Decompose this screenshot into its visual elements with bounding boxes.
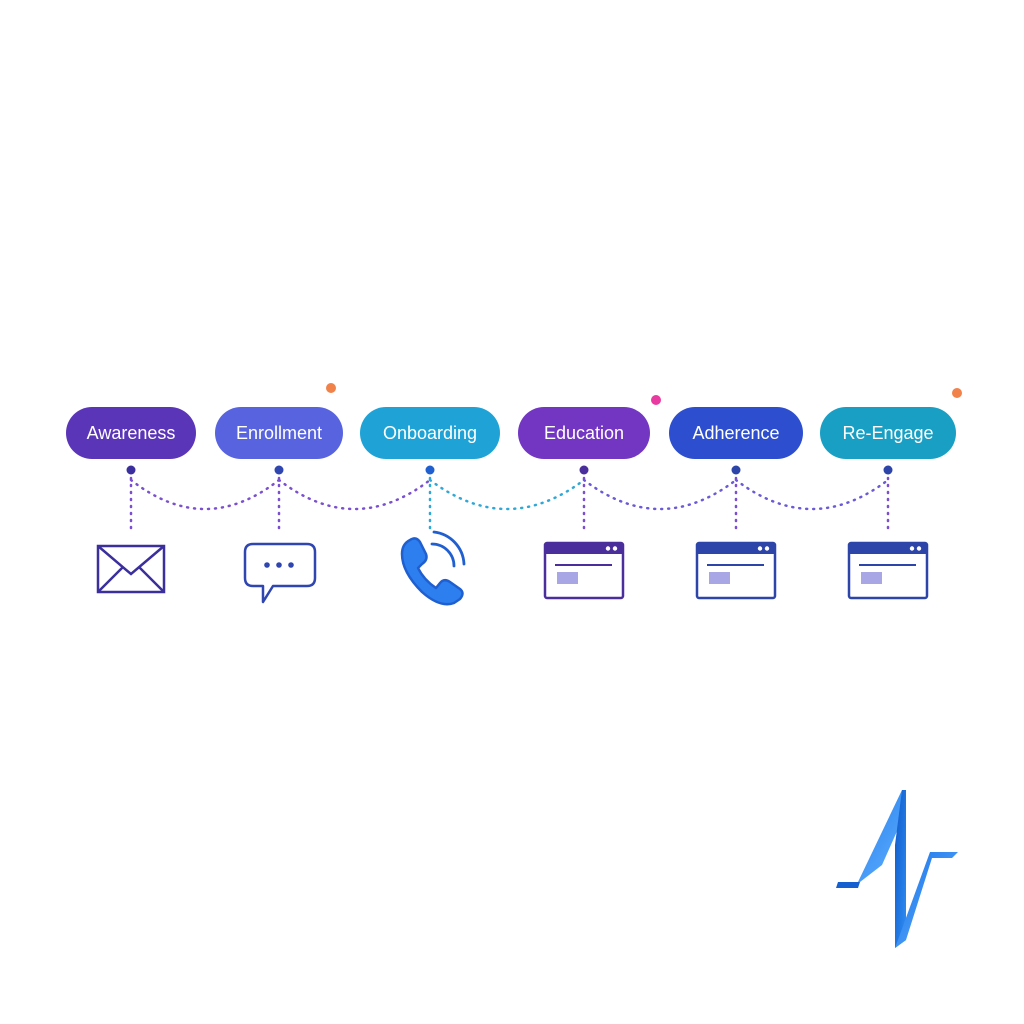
accent-dot xyxy=(326,383,336,393)
stage-pill-onboarding: Onboarding xyxy=(360,407,500,459)
stage-pill-shape xyxy=(518,407,650,459)
stage-label: Onboarding xyxy=(383,423,477,443)
accent-dot xyxy=(651,395,661,405)
stage-node-dot xyxy=(274,465,284,475)
envelope-icon xyxy=(96,544,166,594)
browser-window-icon xyxy=(695,541,777,600)
stage-label: Awareness xyxy=(87,423,176,443)
stage-pill-shape xyxy=(360,407,500,459)
connector-arc xyxy=(129,478,281,511)
connector-arc xyxy=(734,478,890,511)
phone-icon xyxy=(400,530,466,606)
stage-node-dot xyxy=(731,465,741,475)
stage-label: Re-Engage xyxy=(842,423,933,443)
stage-label: Enrollment xyxy=(236,423,322,443)
connector-arc xyxy=(428,478,586,511)
stage-label: Education xyxy=(544,423,624,443)
stage-node-dot xyxy=(883,465,893,475)
browser-window-icon xyxy=(543,541,625,600)
stage-pill-shape xyxy=(669,407,803,459)
dotted-connectors xyxy=(126,465,893,536)
stage-pill-shape xyxy=(215,407,343,459)
accent-dot xyxy=(952,388,962,398)
stage-node-dot xyxy=(579,465,589,475)
stage-pills: Awareness Enrollment Onboarding Education Ad… xyxy=(66,407,956,459)
browser-window-icon xyxy=(847,541,929,600)
connector-arc xyxy=(277,478,432,511)
stage-pill-shape xyxy=(820,407,956,459)
stage-pill-adherence: Adherence xyxy=(669,407,803,459)
channel-icons xyxy=(96,530,929,606)
chat-bubble-icon xyxy=(243,542,317,604)
stage-pill-awareness: Awareness xyxy=(66,407,196,459)
stage-label: Adherence xyxy=(692,423,779,443)
stage-pill-re-engage: Re-Engage xyxy=(820,407,956,459)
stage-node-dot xyxy=(126,465,136,475)
stage-pill-shape xyxy=(66,407,196,459)
stage-pill-education: Education xyxy=(518,407,650,459)
accent-dots xyxy=(326,383,962,405)
brand-logo xyxy=(836,790,958,948)
connector-arc xyxy=(582,478,738,511)
stage-node-dot xyxy=(425,465,435,475)
stage-pill-enrollment: Enrollment xyxy=(215,407,343,459)
